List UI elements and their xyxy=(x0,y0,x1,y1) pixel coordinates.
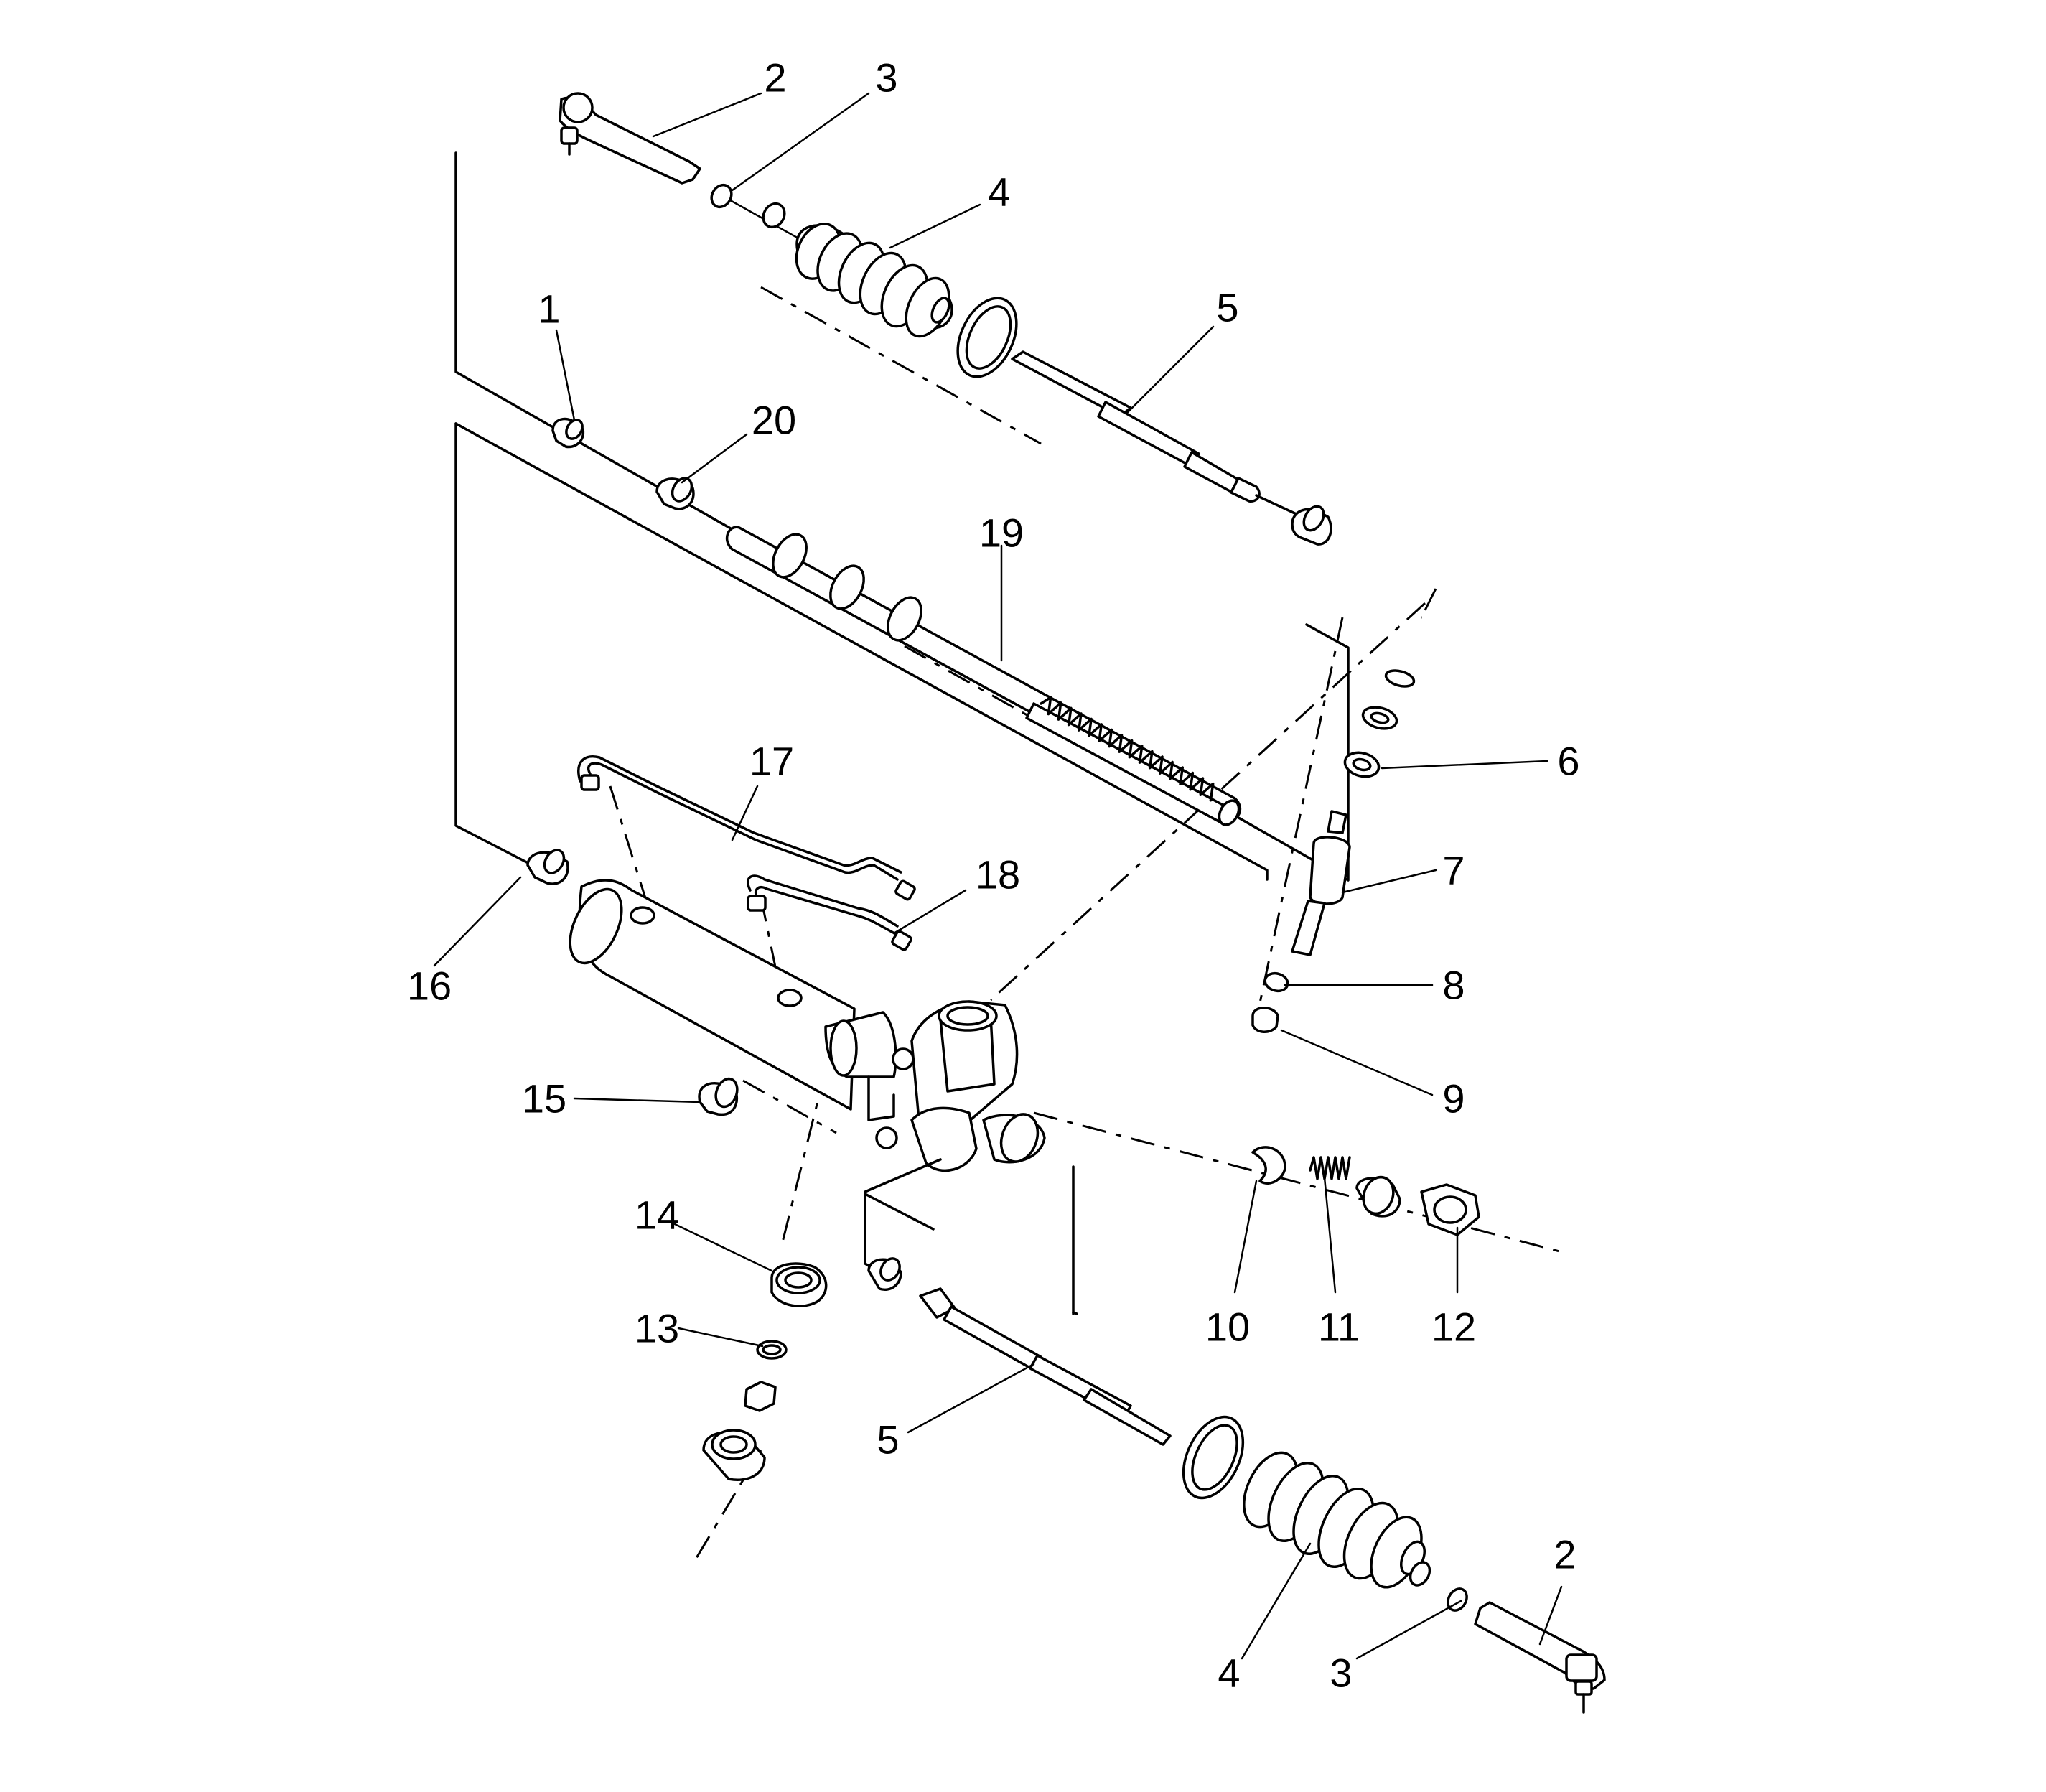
pinion-nut xyxy=(744,1381,777,1412)
pinion-lower-bearing xyxy=(770,1262,828,1307)
callout-6: 6 xyxy=(1557,739,1579,784)
lower-inner-tie-rod-group-outline xyxy=(864,1165,1078,1315)
callout-7: 7 xyxy=(1442,848,1465,893)
callout-16: 16 xyxy=(407,963,452,1009)
callout-19: 19 xyxy=(979,510,1024,556)
callout-20: 20 xyxy=(752,398,796,443)
adjuster-spring xyxy=(1309,1156,1351,1180)
pinion-seal xyxy=(1361,706,1398,730)
rack-bushing xyxy=(655,477,695,510)
callout-3-bottom: 3 xyxy=(1330,1651,1352,1696)
callout-3-top: 3 xyxy=(875,55,897,101)
boot-clamp-top xyxy=(956,297,1018,378)
pinion-seal-lower xyxy=(1251,1007,1279,1033)
steering-rack xyxy=(725,526,1242,826)
rack-group-outline xyxy=(454,422,1269,881)
outer-tie-rod-end-top xyxy=(559,92,701,185)
pinion-valve xyxy=(1291,810,1351,956)
gear-housing xyxy=(569,879,1046,1193)
callout-5-top: 5 xyxy=(1216,285,1238,330)
jam-nut-bottom xyxy=(1409,1561,1468,1612)
callout-13: 13 xyxy=(635,1306,679,1351)
callout-2-top: 2 xyxy=(764,55,786,101)
rack-bushing-top xyxy=(1291,505,1332,546)
transfer-line-long xyxy=(577,755,916,901)
retaining-ring-lower xyxy=(756,1340,788,1360)
rack-bushing-bottom xyxy=(867,1257,902,1291)
callout-15: 15 xyxy=(522,1076,566,1121)
transfer-line-short xyxy=(747,874,912,951)
callout-1: 1 xyxy=(538,286,560,332)
boot-top xyxy=(795,223,953,338)
adjuster-shoe xyxy=(1251,1146,1286,1185)
callout-18: 18 xyxy=(976,852,1020,897)
callout-4-bottom: 4 xyxy=(1218,1651,1240,1696)
housing-bushing xyxy=(526,849,569,885)
adjuster-lock-nut xyxy=(1420,1183,1480,1236)
jam-nut-top xyxy=(710,183,786,229)
rack-teeth xyxy=(1040,696,1215,802)
pinion-retaining-ring xyxy=(1384,669,1416,688)
outer-tie-rod-end-bottom xyxy=(1474,1601,1606,1714)
callout-2-bottom: 2 xyxy=(1554,1532,1576,1577)
callout-14: 14 xyxy=(635,1193,679,1238)
callout-labels: 2 3 4 5 1 20 19 6 17 18 7 16 8 15 9 14 1… xyxy=(407,55,1580,1696)
callout-8: 8 xyxy=(1442,963,1465,1008)
callout-12: 12 xyxy=(1431,1305,1476,1350)
callout-11: 11 xyxy=(1318,1305,1360,1350)
adjuster-plug xyxy=(1355,1175,1401,1218)
inner-tie-rod-top xyxy=(1011,350,1301,517)
callout-9: 9 xyxy=(1442,1076,1465,1121)
upper-inner-tie-rod-group-outline xyxy=(454,151,1350,882)
boot-bottom xyxy=(1243,1451,1426,1589)
callout-5-bottom: 5 xyxy=(877,1417,899,1462)
leader-lines xyxy=(433,92,1563,1660)
inner-bulkhead xyxy=(551,417,585,449)
inner-tie-rod-bottom xyxy=(919,1287,1172,1446)
pinion-bearing-upper xyxy=(1343,751,1381,778)
callout-10: 10 xyxy=(1205,1305,1250,1350)
callout-4-top: 4 xyxy=(988,169,1010,215)
fitting-plug xyxy=(698,1077,739,1116)
boot-clamp-bottom xyxy=(1182,1415,1245,1500)
housing-cap xyxy=(702,1429,766,1481)
callout-17: 17 xyxy=(749,739,794,784)
